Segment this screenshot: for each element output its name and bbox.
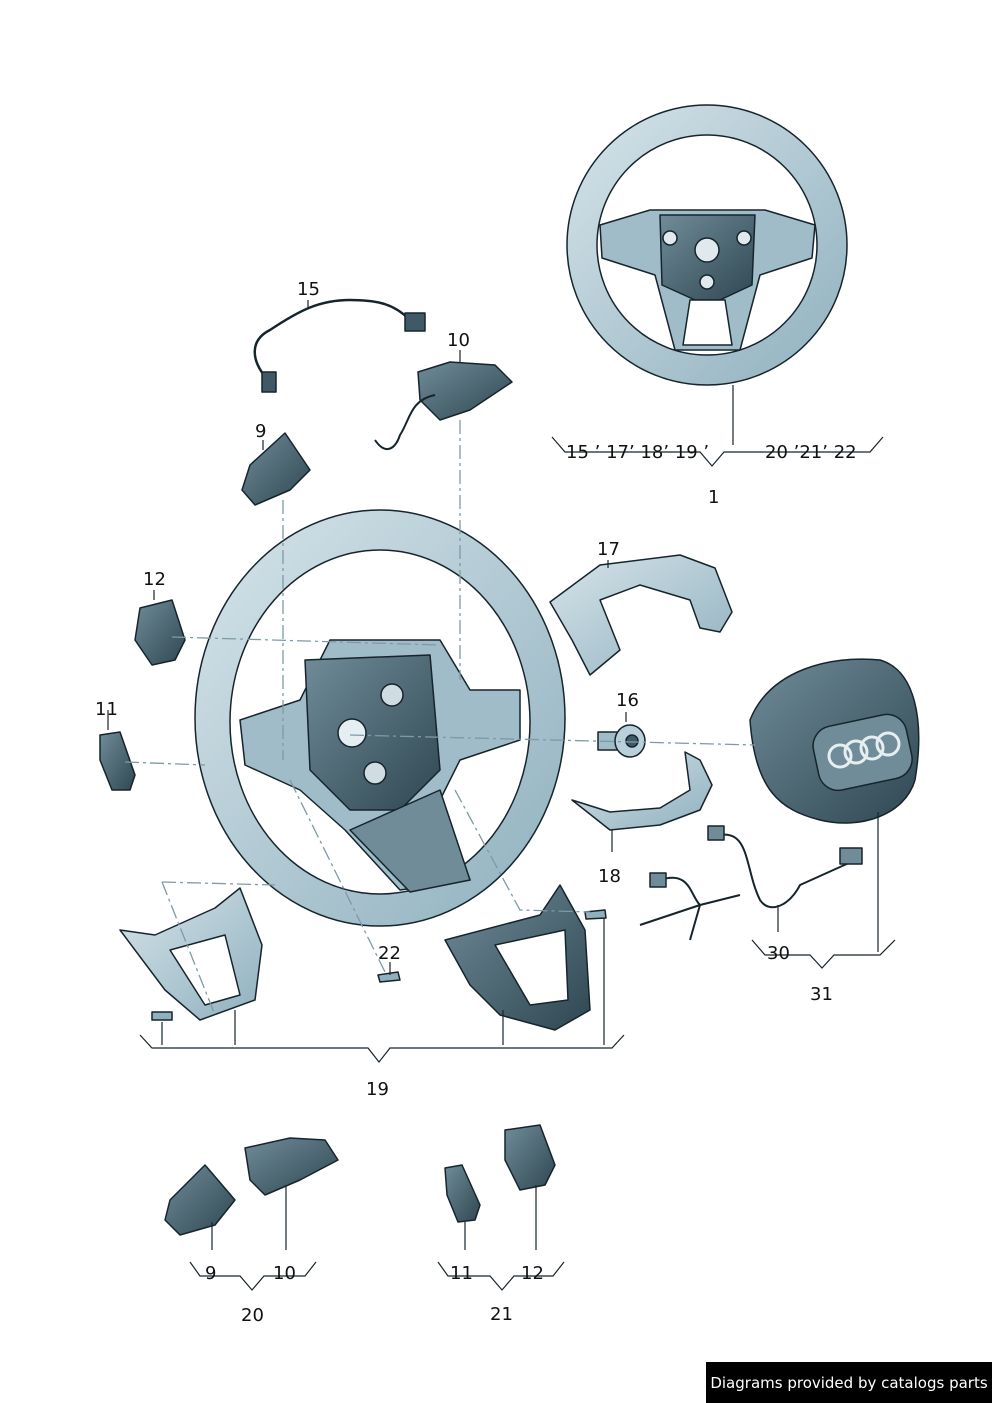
label-30: 30: [767, 943, 790, 964]
group-20-item-10: 10: [273, 1263, 296, 1284]
label-31: 31: [810, 984, 833, 1005]
wiring-harness-30: [639, 833, 861, 941]
label-15: 15: [297, 279, 320, 300]
group-1-left-list: 15 ’ 17’ 18’ 19 ’: [566, 442, 710, 463]
switch-module-9-set: [164, 1164, 236, 1236]
trim-18: [571, 751, 713, 831]
bolt-16: [597, 724, 646, 758]
label-16: 16: [616, 690, 639, 711]
steering-wheel-rim-19: [194, 509, 566, 927]
label-18: 18: [598, 866, 621, 887]
group-20-item-9: 9: [205, 1263, 217, 1284]
switch-module-12-set: [504, 1124, 556, 1191]
label-22: 22: [378, 943, 401, 964]
wiring-harness-15: [253, 298, 411, 381]
label-9: 9: [255, 421, 267, 442]
switch-module-11: [99, 731, 136, 791]
group-21-item-11: 11: [450, 1263, 473, 1284]
label-19: 19: [366, 1079, 389, 1100]
airbag-unit-31: [749, 658, 920, 824]
label-11: 11: [95, 699, 118, 720]
switch-module-10: [417, 361, 513, 421]
label-10: 10: [447, 330, 470, 351]
credit-banner: Diagrams provided by catalogs parts: [706, 1362, 992, 1403]
label-20: 20: [241, 1305, 264, 1326]
label-21: 21: [490, 1304, 513, 1325]
label-17: 17: [597, 539, 620, 560]
trim-cover-17: [549, 554, 733, 676]
switch-module-11-set: [444, 1164, 481, 1223]
switch-module-12: [134, 599, 186, 666]
complete-steering-wheel-1: [566, 104, 848, 386]
label-12: 12: [143, 569, 166, 590]
group-1-right-list: 20 ’21’ 22: [765, 442, 857, 463]
label-1: 1: [708, 487, 720, 508]
screw-22: [377, 971, 401, 983]
switch-module-9: [241, 432, 311, 506]
group-21-item-12: 12: [521, 1263, 544, 1284]
switch-module-10-set: [244, 1137, 339, 1196]
